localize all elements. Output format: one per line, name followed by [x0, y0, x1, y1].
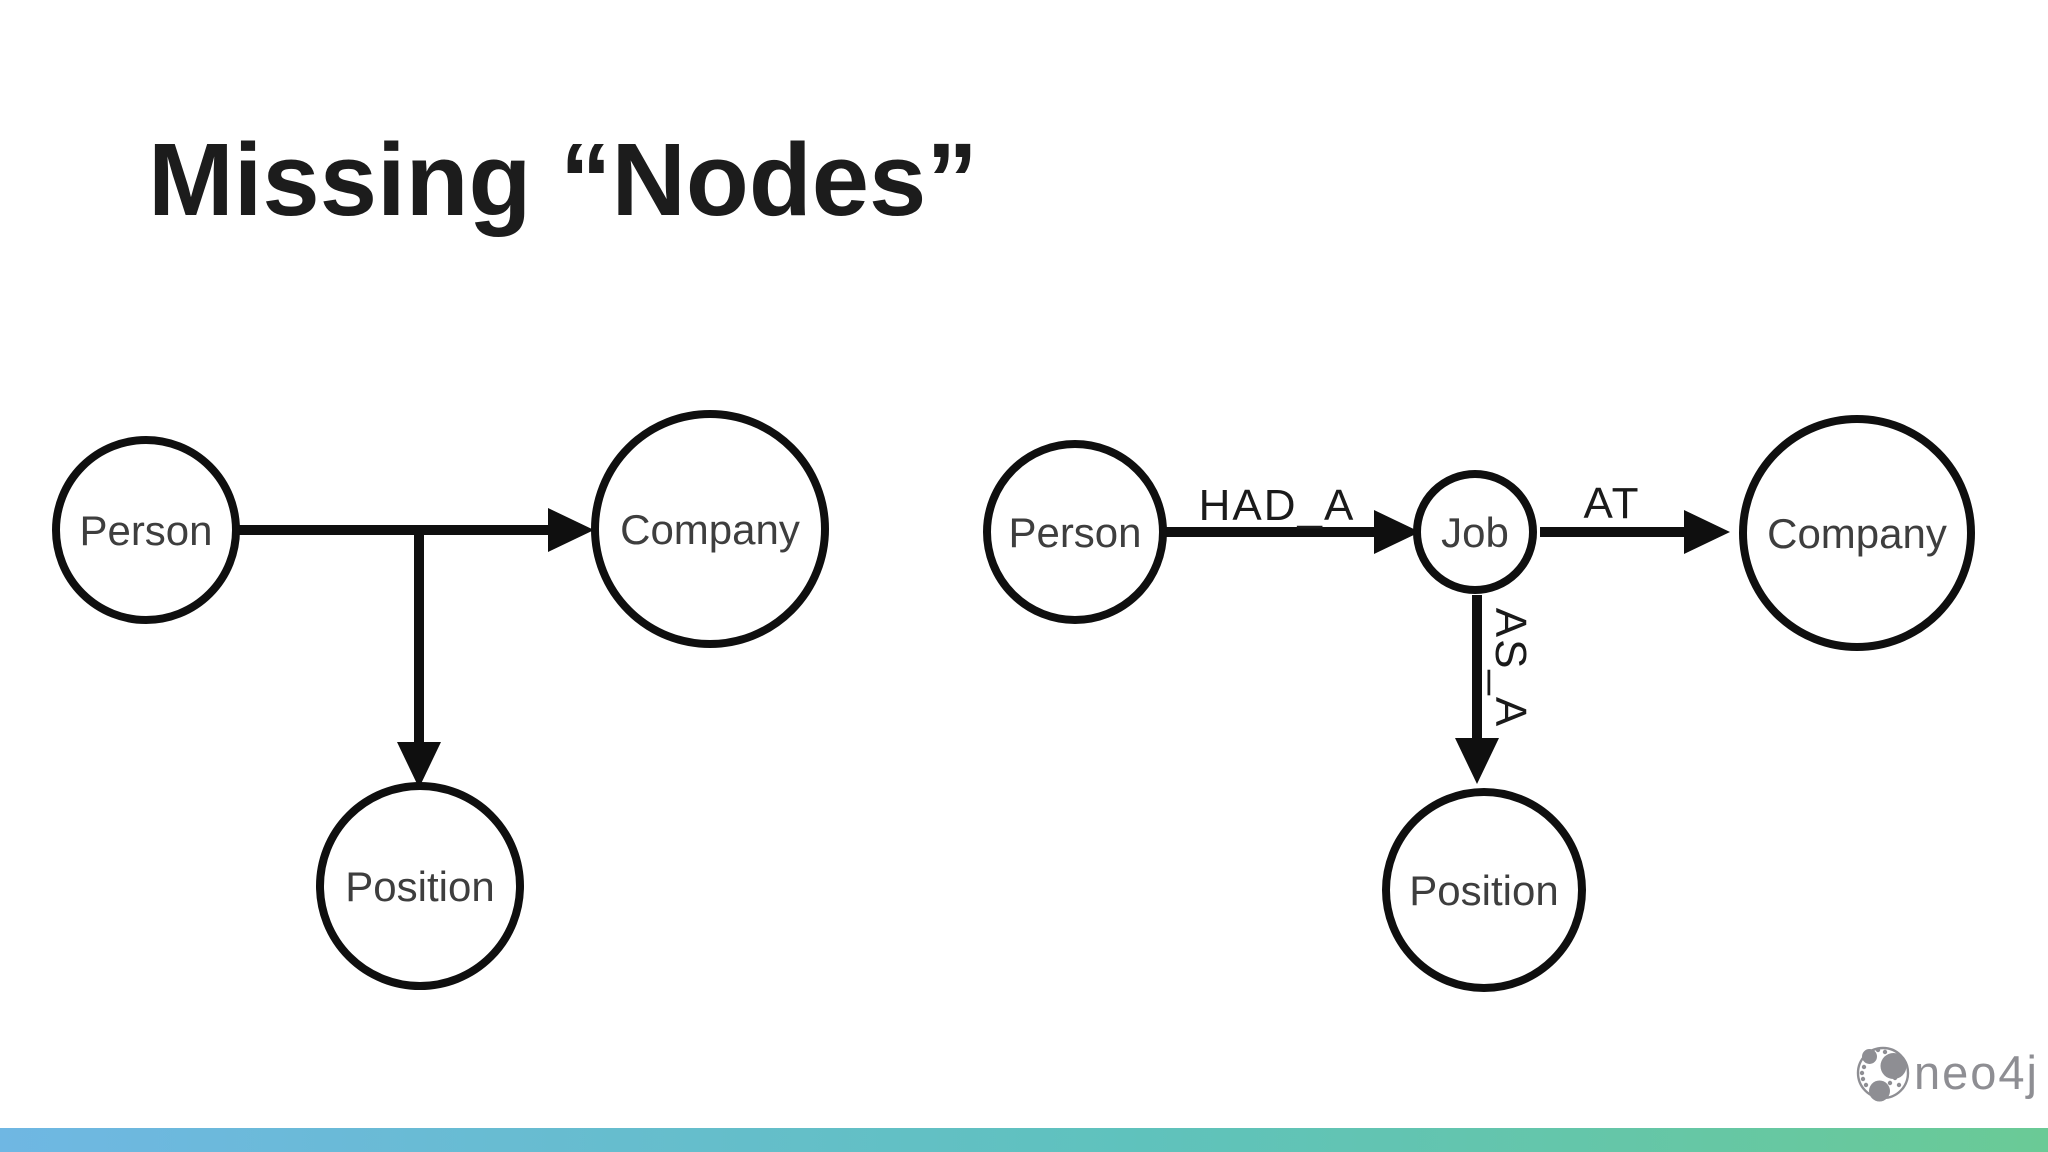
right-person-label: Person	[1008, 509, 1141, 556]
right-company-label: Company	[1767, 510, 1947, 557]
left-person-label: Person	[79, 507, 212, 554]
left-person-company-arrowhead-icon	[548, 508, 594, 552]
right-position-node	[1382, 788, 1586, 992]
left-branch-position-arrowhead-icon	[397, 742, 441, 788]
neo4j-logo: neo4j	[1856, 1046, 2039, 1102]
right-person-node	[983, 440, 1167, 624]
left-company-label: Company	[620, 506, 800, 553]
right-job-node	[1413, 470, 1537, 594]
right-at-edge-label: AT	[1584, 479, 1641, 528]
right-job-company-arrowhead-icon	[1684, 510, 1730, 554]
right-job-position-arrowhead-icon	[1455, 738, 1499, 784]
left-person-node	[52, 436, 240, 624]
neo4j-logo-text: neo4j	[1914, 1046, 2039, 1099]
right-company-node	[1739, 415, 1975, 651]
left-position-node	[316, 782, 524, 990]
right-had-a-edge-label: HAD_A	[1199, 481, 1356, 530]
left-position-label: Position	[345, 863, 494, 910]
right-person-job-arrowhead-icon	[1374, 510, 1420, 554]
right-diagram: HAD_A AT AS_A Person Job Company Positio…	[983, 415, 1975, 992]
neo4j-graph-icon	[1856, 1046, 1910, 1102]
right-as-a-edge-label: AS_A	[1486, 608, 1535, 729]
right-position-label: Position	[1409, 867, 1558, 914]
footer-gradient-bar	[0, 1128, 2048, 1152]
slide-title: Missing “Nodes”	[148, 122, 978, 237]
left-company-node	[591, 410, 829, 648]
right-job-label: Job	[1441, 509, 1509, 556]
left-diagram: Person Company Position	[52, 410, 829, 990]
